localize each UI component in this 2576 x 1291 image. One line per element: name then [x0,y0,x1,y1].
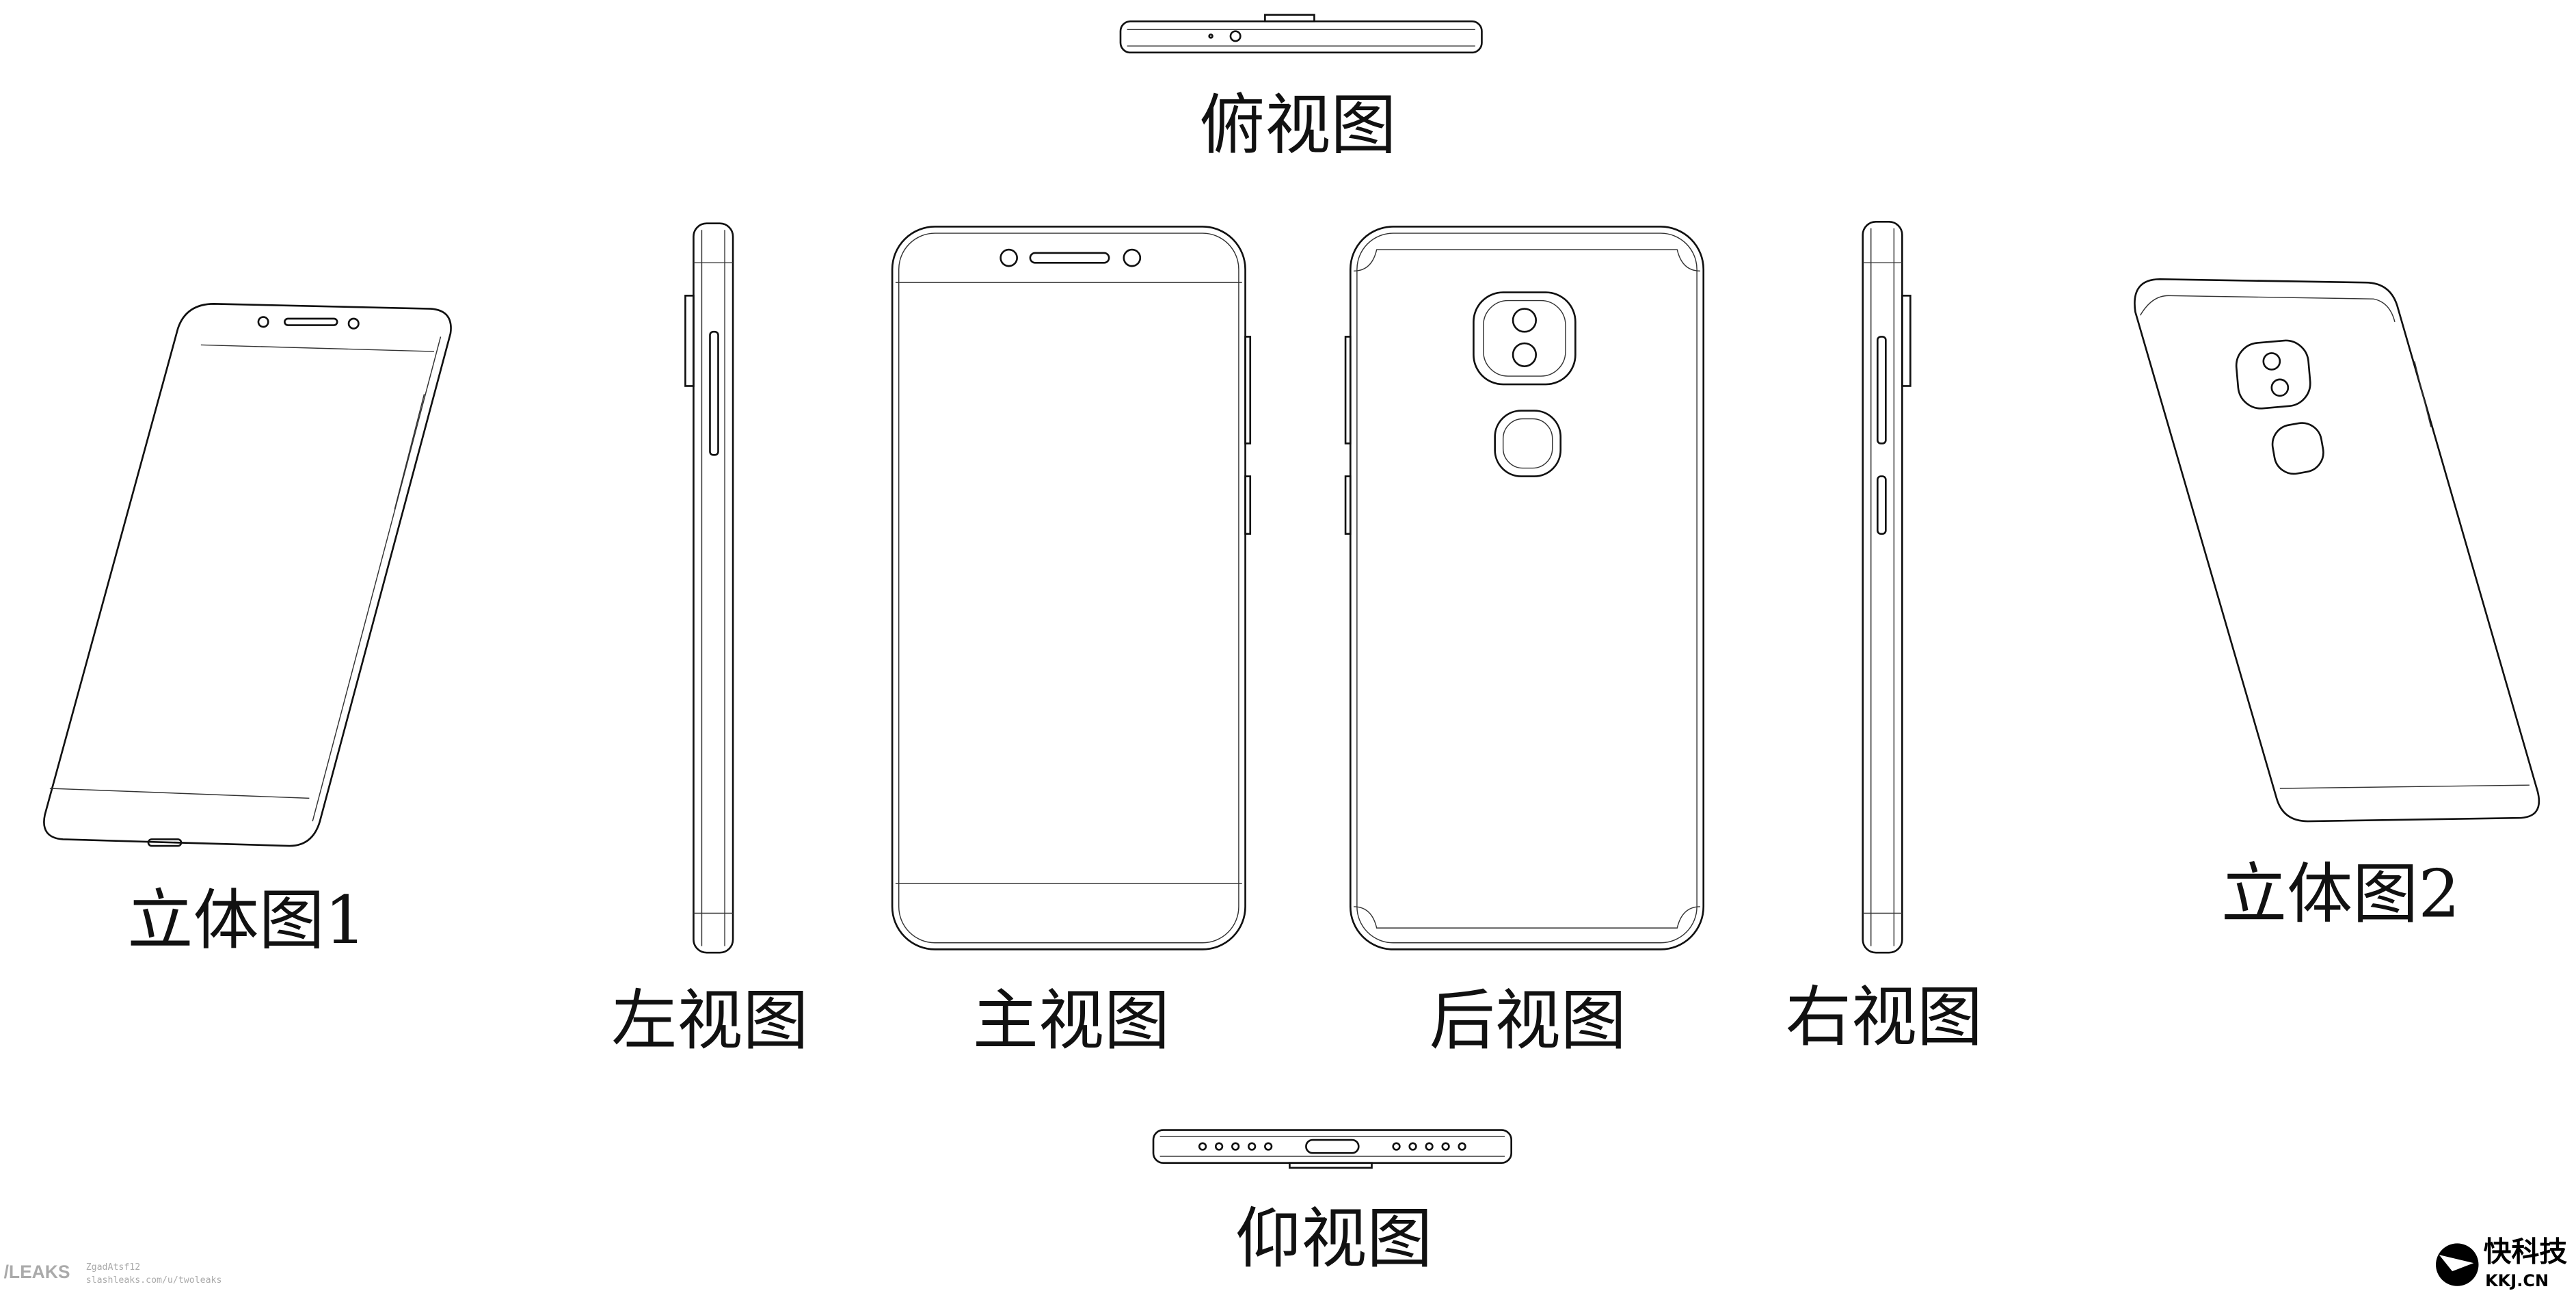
slashleaks-logo: /LEAKS [4,1262,70,1282]
front-view-drawing [891,226,1252,950]
slashleaks-url: slashleaks.com/u/twoleaks [86,1275,222,1286]
label-right-view: 右视图 [1786,979,1983,1055]
slashleaks-id: ZgadAtsf12 [86,1262,141,1273]
label-back-view: 后视图 [1430,982,1626,1059]
kkj-name: 快科技 [2484,1236,2568,1268]
slashleaks-watermark: /LEAKS ZgadAtsf12 slashleaks.com/u/twole… [4,1262,222,1286]
kkj-watermark: 快科技 KKJ.CN [2436,1236,2567,1290]
top-view-drawing [1119,14,1483,54]
label-bottom-view: 仰视图 [1235,1201,1432,1277]
bottom-view-drawing [1152,1129,1512,1169]
kkj-domain: KKJ.CN [2485,1271,2549,1290]
label-front-view: 主视图 [973,982,1170,1059]
label-perspective-2: 立体图2 [2221,855,2460,932]
label-left-view: 左视图 [611,982,808,1059]
label-perspective-1: 立体图1 [127,882,366,959]
right-view-drawing [1862,220,1911,954]
left-view-drawing [684,222,734,954]
label-top-view: 俯视图 [1199,87,1396,163]
perspective-2-drawing [2134,278,2540,823]
back-view-drawing [1344,226,1705,950]
perspective-1-drawing [43,303,452,847]
